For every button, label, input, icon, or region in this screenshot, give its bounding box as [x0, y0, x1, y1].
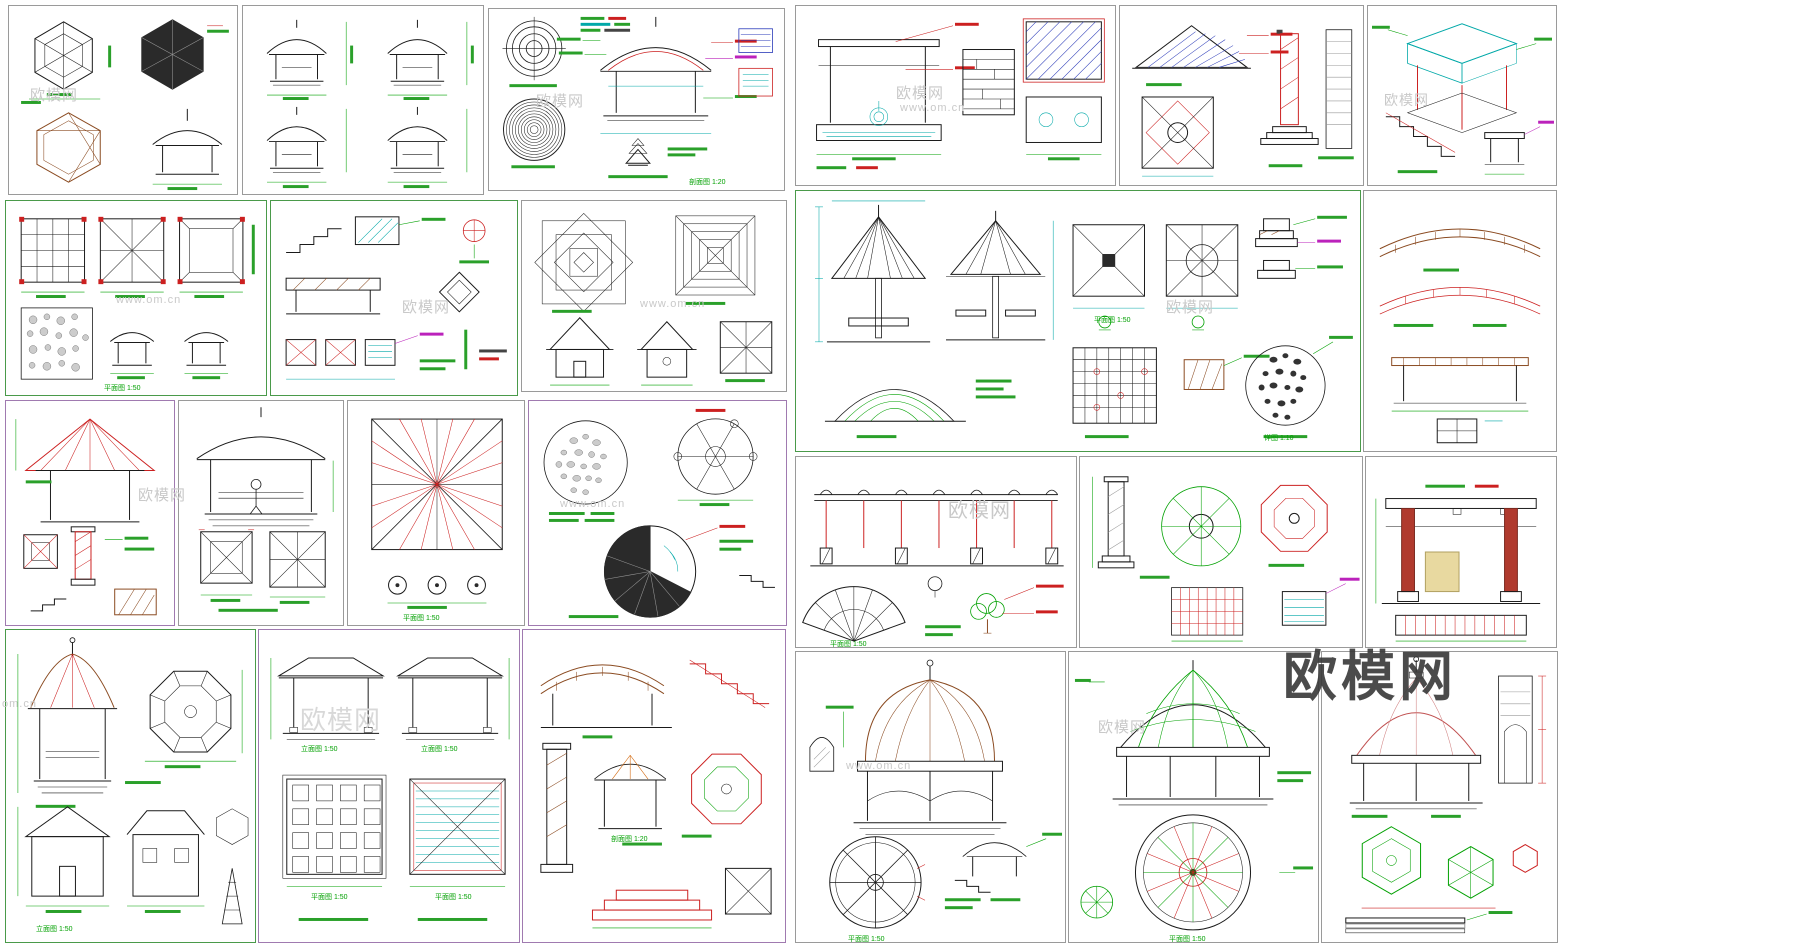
- red-pergola-elevation-drawing: [1375, 484, 1541, 642]
- panel-hex-kiosk-sheet: 立面图 1:50: [5, 629, 256, 943]
- panel-circular-paving-details: [528, 400, 787, 626]
- panel-pergola-bridge-sheet: 平面图 1:50: [795, 456, 1077, 648]
- pink-dome-gazebo-drawing: [1345, 656, 1547, 934]
- panel-column-and-plans: [1079, 456, 1363, 648]
- panel-pink-dome-gazebo: [1321, 651, 1558, 943]
- panel-gazebo-elevation-plan: [178, 400, 344, 626]
- drawing-caption: 立面图 1:50: [301, 746, 338, 753]
- drawing-caption: 平面图 1:50: [1169, 936, 1206, 943]
- water-pavilion-sheet-drawing: [270, 657, 510, 921]
- drawing-caption: 立面图 1:50: [36, 926, 73, 933]
- panel-ribbed-dome-gazebo: 平面图 1:50: [795, 651, 1066, 943]
- drawing-caption: 平面图 1:50: [403, 615, 440, 622]
- green-dome-gazebo-drawing: [1074, 660, 1314, 931]
- square-gazebo-elevations-drawing: [266, 19, 474, 189]
- pavilion-axon-details-drawing: [1372, 23, 1554, 175]
- drawing-caption: 剖面图 1:20: [611, 836, 648, 843]
- drawing-caption: 立面图 1:50: [421, 746, 458, 753]
- panel-roof-framing-plan: 平面图 1:50: [347, 400, 525, 626]
- panel-water-pavilion-sheet: 立面图 1:50 立面图 1:50 平面图 1:50 平面图 1:50: [258, 629, 520, 943]
- drawing-caption: 剖面图 1:20: [689, 179, 726, 186]
- hip-roof-details-drawing: [1132, 25, 1354, 177]
- red-pavilion-section-drawing: [15, 418, 157, 616]
- drawing-caption: 详图 1:10: [1264, 435, 1294, 442]
- drawing-caption: 平面图 1:50: [848, 936, 885, 943]
- panel-fountain-pavilion-sheet: [795, 5, 1116, 186]
- gazebo-section-details-drawing: [502, 16, 773, 179]
- column-and-plans-drawing: [1092, 476, 1360, 642]
- circular-paving-details-drawing: [543, 408, 775, 619]
- curved-bench-details-drawing: [1379, 228, 1541, 444]
- panel-red-pavilion-section: [5, 400, 175, 626]
- panel-pavilion-axon-details: [1367, 5, 1557, 186]
- panel-square-spiral-roof-plans: [521, 200, 787, 392]
- drawing-caption: 平面图 1:50: [1094, 317, 1131, 324]
- hexagonal-gazebo-plans-drawing: [21, 19, 229, 191]
- roof-framing-plan-drawing: [371, 418, 503, 609]
- panel-square-gazebo-elevations: [242, 5, 484, 195]
- panel-pavilion-roof-plans: 平面图 1:50: [5, 200, 267, 396]
- drawing-caption: 平面图 1:50: [311, 894, 348, 901]
- panel-green-dome-gazebo: 平面图 1:50: [1068, 651, 1319, 943]
- panel-hip-roof-details: [1119, 5, 1364, 186]
- hex-kiosk-sheet-drawing: [17, 637, 249, 925]
- drawing-caption: 平面图 1:50: [435, 894, 472, 901]
- drawing-caption: 平面图 1:50: [830, 641, 867, 648]
- construction-details-drawing: [285, 216, 507, 380]
- ribbed-dome-gazebo-drawing: [809, 659, 1063, 929]
- panel-umbrella-pavilion-sheet: 平面图 1:50 详图 1:10: [795, 190, 1361, 452]
- pergola-stair-sheet-drawing: [540, 659, 772, 929]
- umbrella-pavilion-sheet-drawing: [815, 200, 1353, 439]
- gazebo-elevation-plan-drawing: [196, 407, 334, 612]
- panel-gazebo-section-details: 剖面图 1:20: [488, 8, 785, 191]
- drawing-caption: 平面图 1:50: [104, 385, 141, 392]
- square-spiral-roof-plans-drawing: [534, 212, 773, 386]
- panel-hexagonal-gazebo-plans: [8, 5, 238, 195]
- panel-pergola-stair-sheet: 剖面图 1:20: [522, 629, 786, 943]
- panel-red-pergola-elevation: [1365, 456, 1557, 648]
- pavilion-roof-plans-drawing: [19, 216, 255, 380]
- panel-curved-bench-details: [1363, 190, 1557, 452]
- panel-construction-details: [270, 200, 518, 396]
- pergola-bridge-sheet-drawing: [802, 489, 1064, 642]
- fountain-pavilion-sheet-drawing: [816, 18, 1105, 170]
